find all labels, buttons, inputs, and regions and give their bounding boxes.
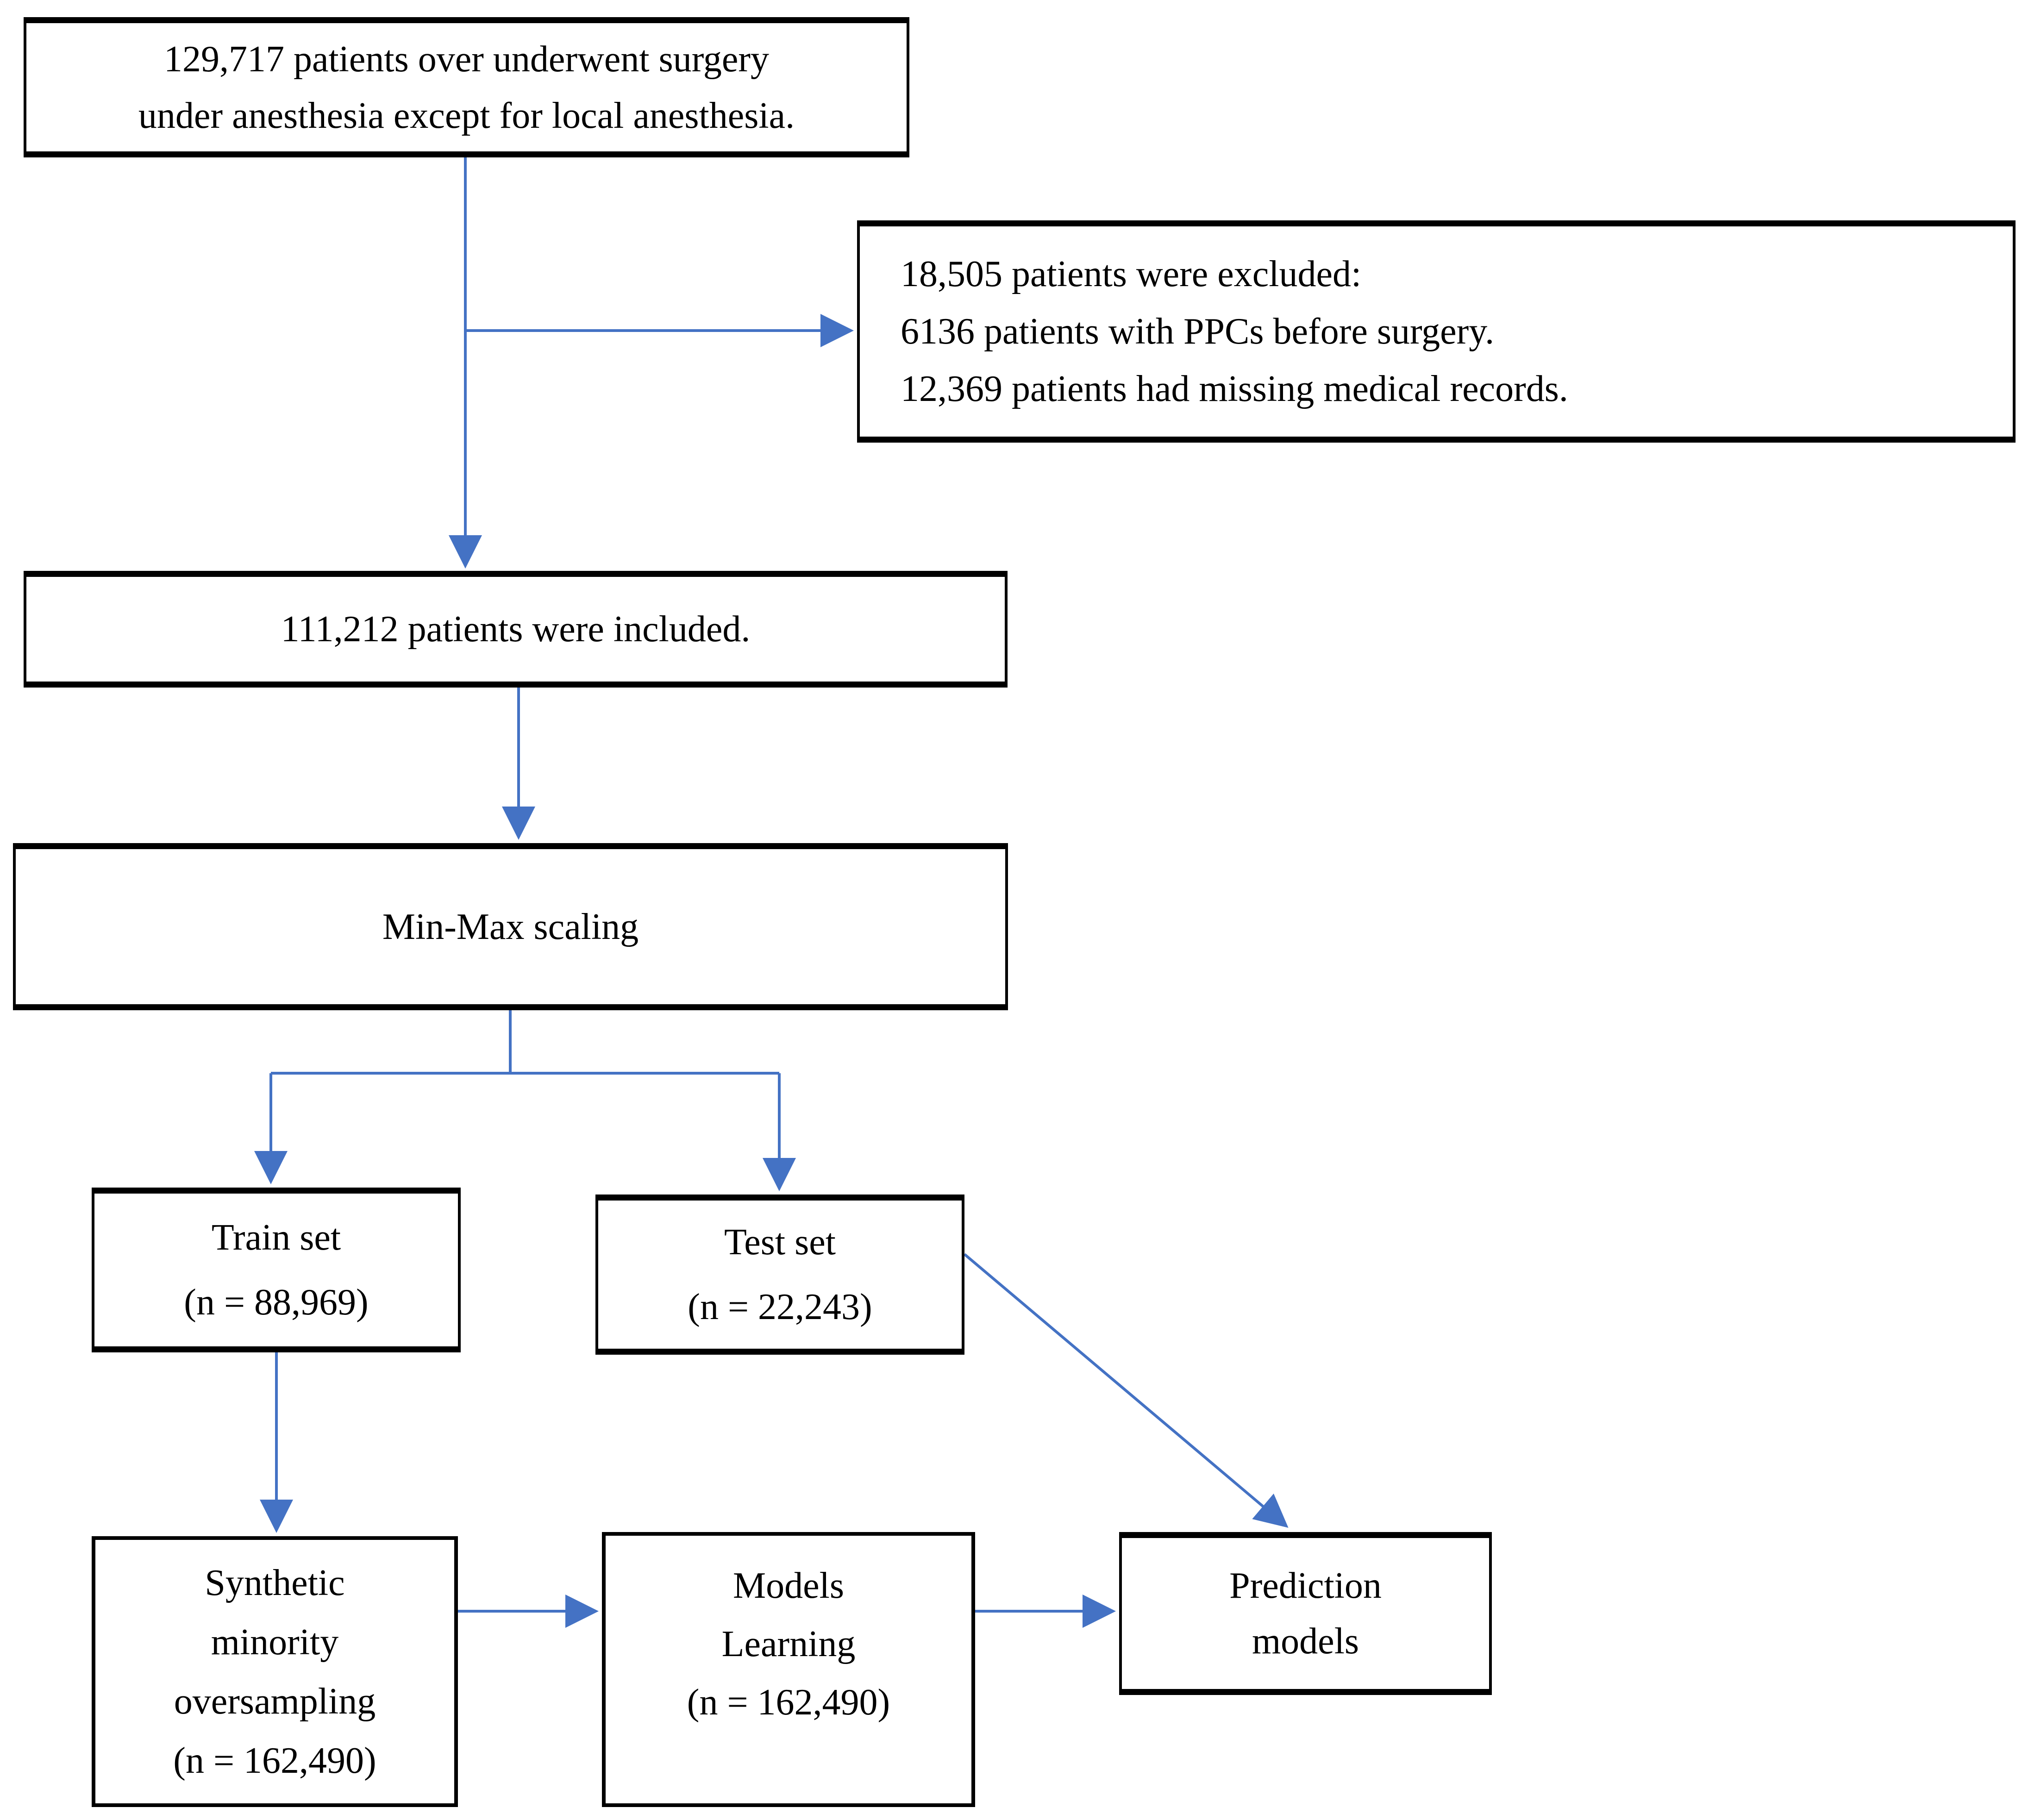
node-test-line: Test set	[724, 1222, 836, 1263]
node-train-set: Train set (n = 88,969)	[92, 1188, 461, 1352]
connector-minmax-split	[271, 1010, 779, 1075]
node-prediction-line: models	[1252, 1621, 1359, 1662]
node-minmax-line: Min-Max scaling	[382, 906, 639, 947]
node-test-line: (n = 22,243)	[688, 1287, 872, 1327]
node-excluded-line: 18,505 patients were excluded:	[901, 254, 1362, 294]
node-included-line: 111,212 patients were included.	[281, 609, 751, 650]
node-models-line: Models	[733, 1565, 844, 1606]
node-smote-line: minority	[211, 1621, 339, 1663]
node-train-line: (n = 88,969)	[184, 1282, 369, 1323]
node-test-set: Test set (n = 22,243)	[595, 1195, 964, 1355]
node-included-patients: 111,212 patients were included.	[24, 571, 1008, 688]
node-train-line: Train set	[211, 1217, 341, 1258]
node-models-learning: Models Learning (n = 162,490)	[602, 1532, 975, 1807]
node-synthetic-minority-oversampling: Synthetic minority oversampling (n = 162…	[92, 1536, 458, 1807]
node-smote-line: (n = 162,490)	[173, 1740, 376, 1781]
node-excluded-line: 6136 patients with PPCs before surgery.	[901, 311, 1495, 352]
node-smote-line: oversampling	[174, 1681, 376, 1722]
node-models-line: (n = 162,490)	[687, 1682, 890, 1723]
node-prediction-models: Prediction models	[1119, 1532, 1492, 1695]
arrow-test-to-prediction	[964, 1253, 1289, 1528]
node-min-max-scaling: Min-Max scaling	[13, 843, 1008, 1010]
node-prediction-line: Prediction	[1229, 1565, 1382, 1606]
node-initial-cohort: 129,717 patients over underwent surgery …	[24, 17, 909, 157]
node-initial-line: under anesthesia except for local anesth…	[138, 95, 795, 136]
node-excluded-patients: 18,505 patients were excluded: 6136 pati…	[857, 220, 2016, 443]
node-models-line: Learning	[721, 1624, 856, 1664]
node-smote-line: Synthetic	[205, 1562, 345, 1603]
node-initial-line: 129,717 patients over underwent surgery	[163, 38, 770, 80]
node-excluded-line: 12,369 patients had missing medical reco…	[901, 369, 1568, 409]
